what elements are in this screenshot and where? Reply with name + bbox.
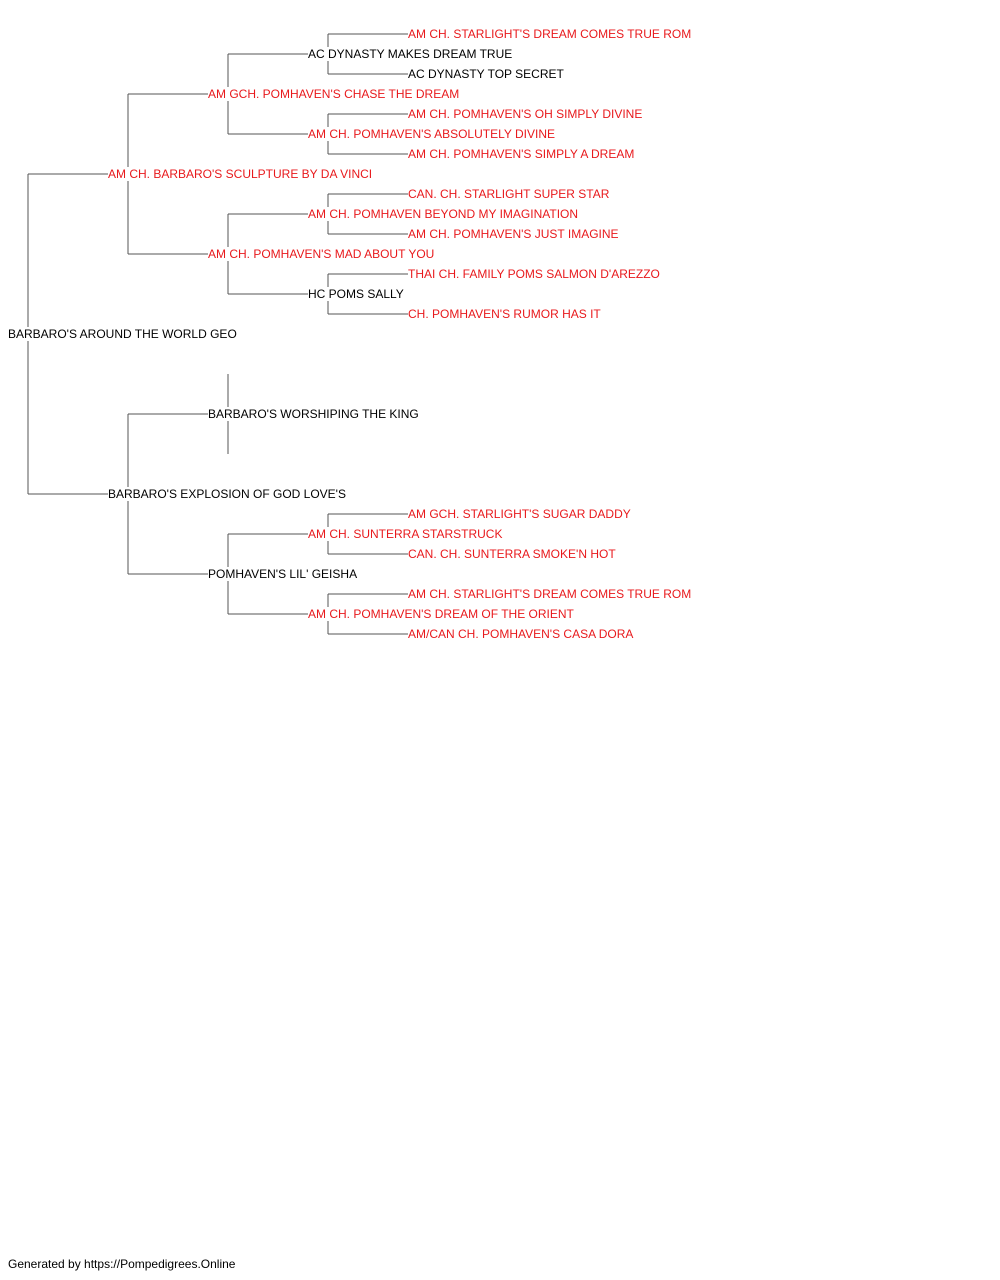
pedigree-sire-gen3: AC DYNASTY MAKES DREAM TRUE [308, 47, 515, 61]
pedigree-sire-gen1: AM CH. BARBARO'S SCULPTURE BY DA VINCI [108, 167, 375, 181]
pedigree-sire-gen4: AM CH. STARLIGHT'S DREAM COMES TRUE ROM [408, 587, 694, 601]
pedigree-dam-gen3: AM CH. POMHAVEN'S ABSOLUTELY DIVINE [308, 127, 558, 141]
pedigree-sire-gen4: AM CH. STARLIGHT'S DREAM COMES TRUE ROM [408, 27, 694, 41]
pedigree-dam-gen3: HC POMS SALLY [308, 287, 406, 301]
pedigree-dam-gen4: AM CH. POMHAVEN'S SIMPLY A DREAM [408, 147, 637, 161]
pedigree-subject-gen0: BARBARO'S AROUND THE WORLD GEO [8, 327, 239, 341]
pedigree-sire-gen4: AM CH. POMHAVEN'S OH SIMPLY DIVINE [408, 107, 645, 121]
pedigree-dam-gen4: CH. POMHAVEN'S RUMOR HAS IT [408, 307, 603, 321]
pedigree-sire-gen2: AM GCH. POMHAVEN'S CHASE THE DREAM [208, 87, 462, 101]
pedigree-dam-gen4: AM CH. POMHAVEN'S JUST IMAGINE [408, 227, 621, 241]
pedigree-sire-gen2: BARBARO'S WORSHIPING THE KING [208, 407, 421, 421]
pedigree-dam-gen4: AM/CAN CH. POMHAVEN'S CASA DORA [408, 627, 636, 641]
pedigree-dam-gen2: POMHAVEN'S LIL' GEISHA [208, 567, 360, 581]
pedigree-dam-gen4: CAN. CH. SUNTERRA SMOKE'N HOT [408, 547, 618, 561]
pedigree-sire-gen3: AM CH. POMHAVEN BEYOND MY IMAGINATION [308, 207, 581, 221]
pedigree-dam-gen1: BARBARO'S EXPLOSION OF GOD LOVE'S [108, 487, 348, 501]
pedigree-sire-gen3: AM CH. SUNTERRA STARSTRUCK [308, 527, 505, 541]
pedigree-dam-gen4: AC DYNASTY TOP SECRET [408, 67, 566, 81]
generated-by-footer: Generated by https://Pompedigrees.Online [8, 1257, 236, 1271]
pedigree-dam-gen2: AM CH. POMHAVEN'S MAD ABOUT YOU [208, 247, 437, 261]
pedigree-dam-gen3: AM CH. POMHAVEN'S DREAM OF THE ORIENT [308, 607, 576, 621]
pedigree-sire-gen4: THAI CH. FAMILY POMS SALMON D'AREZZO [408, 267, 662, 281]
pedigree-sire-gen4: CAN. CH. STARLIGHT SUPER STAR [408, 187, 612, 201]
pedigree-sire-gen4: AM GCH. STARLIGHT'S SUGAR DADDY [408, 507, 633, 521]
